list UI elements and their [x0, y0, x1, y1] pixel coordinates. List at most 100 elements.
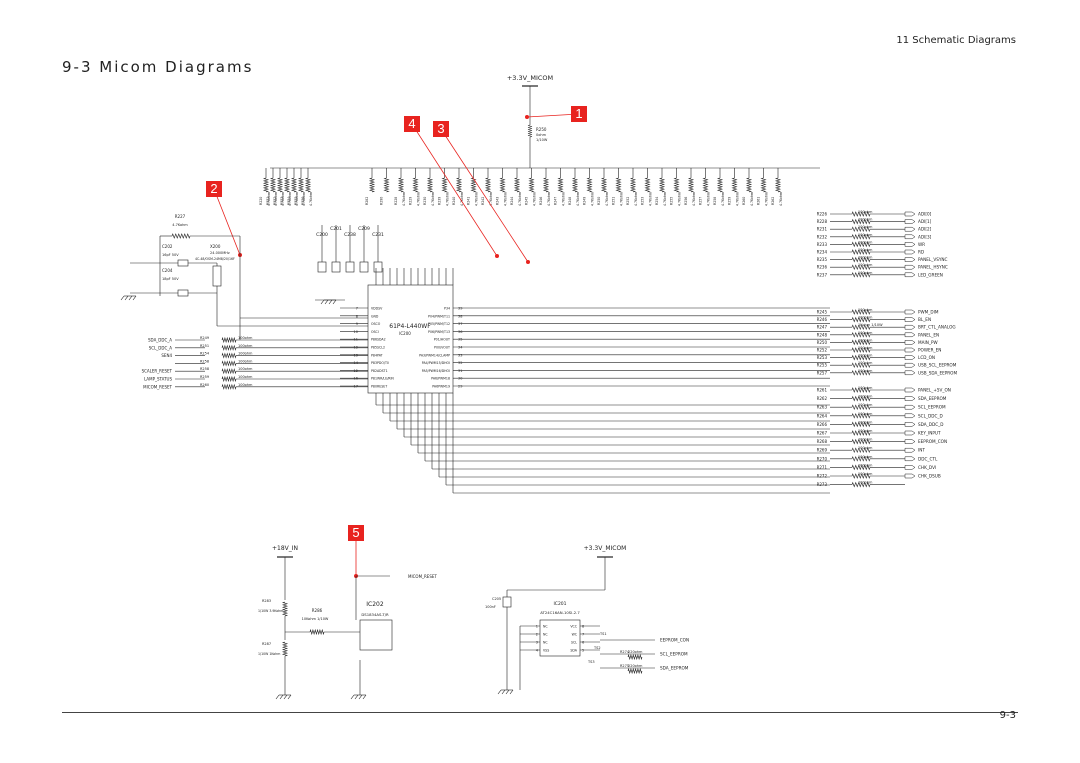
- right-low-port: [904, 387, 916, 393]
- pullup-value: 4.7Kohm: [736, 192, 740, 206]
- eeprom-ic-ref: IC201: [553, 601, 566, 607]
- right-low-net: SCL_EEPROM: [918, 405, 946, 410]
- right-mid-resistor: [851, 339, 871, 346]
- right-top-val: 100ohm: [858, 218, 873, 222]
- eeprom-net-res: R274: [620, 650, 630, 654]
- ic-pin-name: PA3/PWM14/CLAMP: [419, 353, 450, 357]
- pullup-ref: R242: [481, 197, 485, 205]
- eeprom-pin: 2: [536, 633, 538, 637]
- right-mid-port: [904, 370, 916, 376]
- pullup-value: 4.7Kohm: [649, 192, 653, 206]
- left-signal-name: SCALER_RESET: [142, 369, 173, 374]
- pullup-value: 4.7Kohm: [446, 192, 450, 206]
- right-low-res: R272: [817, 474, 828, 479]
- left-signal-val: 100ohm: [238, 352, 253, 356]
- right-low-net: SCL_DDC_D: [918, 413, 943, 418]
- cap-ground: [320, 299, 325, 305]
- pullup-resistor: [412, 177, 419, 193]
- ic-pin-num: 31: [458, 369, 462, 373]
- right-low-val: 100ohm: [858, 395, 873, 399]
- right-top-val: 100ohm: [858, 248, 873, 252]
- eeprom-net-val: 220ohm: [628, 650, 643, 654]
- pullup-value: 4.7Kohm: [417, 192, 421, 206]
- left-signal-res: R254: [200, 352, 210, 356]
- ic-pin-name: PA4/PWM15/DHOI: [422, 361, 450, 365]
- ic-pin-num: 29: [458, 385, 462, 389]
- right-mid-val: 100ohm: [858, 308, 873, 312]
- pullup-value: 4.7Kohm: [489, 192, 493, 206]
- eeprom-ic-body: [539, 619, 581, 657]
- pullup-resistor: [774, 177, 782, 193]
- pullup-ref: R252: [626, 197, 630, 205]
- r250-value: 0ohm: [536, 133, 547, 137]
- cap-ref: C209: [358, 226, 370, 232]
- pullup-value: 4.7Kohm: [533, 192, 537, 206]
- crystal-resistor: [171, 233, 191, 239]
- right-top-val: 100ohm: [858, 256, 873, 260]
- right-top-val: 100ohm: [858, 240, 873, 244]
- pullup-ref: R243: [496, 197, 500, 205]
- r287-val: 1/10W 1Kohm: [258, 652, 280, 656]
- right-low-res: R270: [817, 456, 828, 461]
- pullup-value: 4.7Kohm: [562, 192, 566, 206]
- pullup-resistor: [760, 177, 767, 193]
- right-mid-port: [904, 317, 916, 322]
- eeprom-net-res: R275: [620, 664, 629, 668]
- callout-3-leader: [440, 128, 529, 263]
- c204-ref: C204: [162, 268, 173, 273]
- right-top-res: R237: [817, 272, 828, 277]
- eeprom-pin-name: WC: [572, 633, 578, 637]
- pullup-value: 4.7Kohm: [721, 192, 725, 206]
- callout-4-target: [495, 254, 499, 258]
- pullup-resistor: [557, 177, 564, 193]
- pullup-value: 4.7Kohm: [460, 192, 464, 206]
- pullup-resistor: [499, 177, 506, 193]
- right-mid-res: R255: [817, 363, 828, 368]
- pullup-ref: R228: [394, 197, 398, 205]
- eeprom-pin-name: SCL: [571, 641, 577, 645]
- ic-ref: IC200: [399, 331, 411, 336]
- r283-ref: R283: [262, 599, 271, 603]
- crystal-ref: X200: [210, 244, 221, 249]
- right-low-res: R261: [817, 388, 828, 393]
- pullup-value: 4.7Kohm: [779, 192, 783, 206]
- pullup-value: 4.7Kohm: [295, 192, 299, 206]
- pullup-ref: R251: [612, 197, 616, 205]
- right-top-port: [904, 226, 916, 232]
- eeprom-pin: 7: [582, 633, 584, 637]
- right-low-net: SDA_DDC_D: [918, 422, 943, 427]
- reset-ground: [287, 694, 292, 700]
- pullup-ref: R253: [641, 197, 645, 205]
- right-low-net: SDA_EEPROM: [918, 396, 947, 401]
- ic-pin-name: P84PAT: [371, 353, 383, 357]
- right-top-port: [904, 272, 916, 278]
- ic-pin-name: P05/PWM/T12: [428, 322, 450, 326]
- pullup-resistor: [586, 177, 593, 193]
- callout-1: 1: [571, 106, 587, 122]
- right-mid-val: 100ohm: [858, 346, 873, 350]
- power-label-main: +3.3V_MICOM: [507, 74, 553, 82]
- reset-net: MICOM_RESET: [408, 574, 437, 579]
- right-mid-resistor: [851, 354, 871, 361]
- callout-5: 5: [348, 525, 364, 541]
- pullup-value: 4.7Kohm: [750, 192, 754, 206]
- left-signal-val: 100ohm: [238, 375, 253, 379]
- ic-pin-name: P04/PWM/T11: [428, 314, 450, 318]
- callout-3: 3: [433, 121, 449, 137]
- left-signal-val: 100ohm: [238, 344, 253, 348]
- ic-pin-name: PA6/PWM18: [431, 377, 450, 381]
- r287-ref: R287: [262, 642, 271, 646]
- cap-ref: C201: [330, 226, 342, 232]
- right-top-resistor: [851, 218, 871, 225]
- right-low-val: 100ohm: [858, 403, 873, 407]
- pullup-ref: R221: [266, 197, 270, 205]
- right-low-val: 100ohm: [858, 429, 873, 433]
- right-mid-port: [904, 347, 916, 353]
- left-signal-val: 100ohm: [238, 367, 253, 371]
- reset-ground: [275, 694, 280, 700]
- right-mid-port: [904, 340, 916, 345]
- right-top-res: R235: [817, 257, 828, 262]
- crystal-part: 4C-48/OSM-24M8/20/16F: [195, 257, 235, 261]
- c202-cap: [177, 259, 189, 267]
- right-low-resistor: [851, 464, 871, 471]
